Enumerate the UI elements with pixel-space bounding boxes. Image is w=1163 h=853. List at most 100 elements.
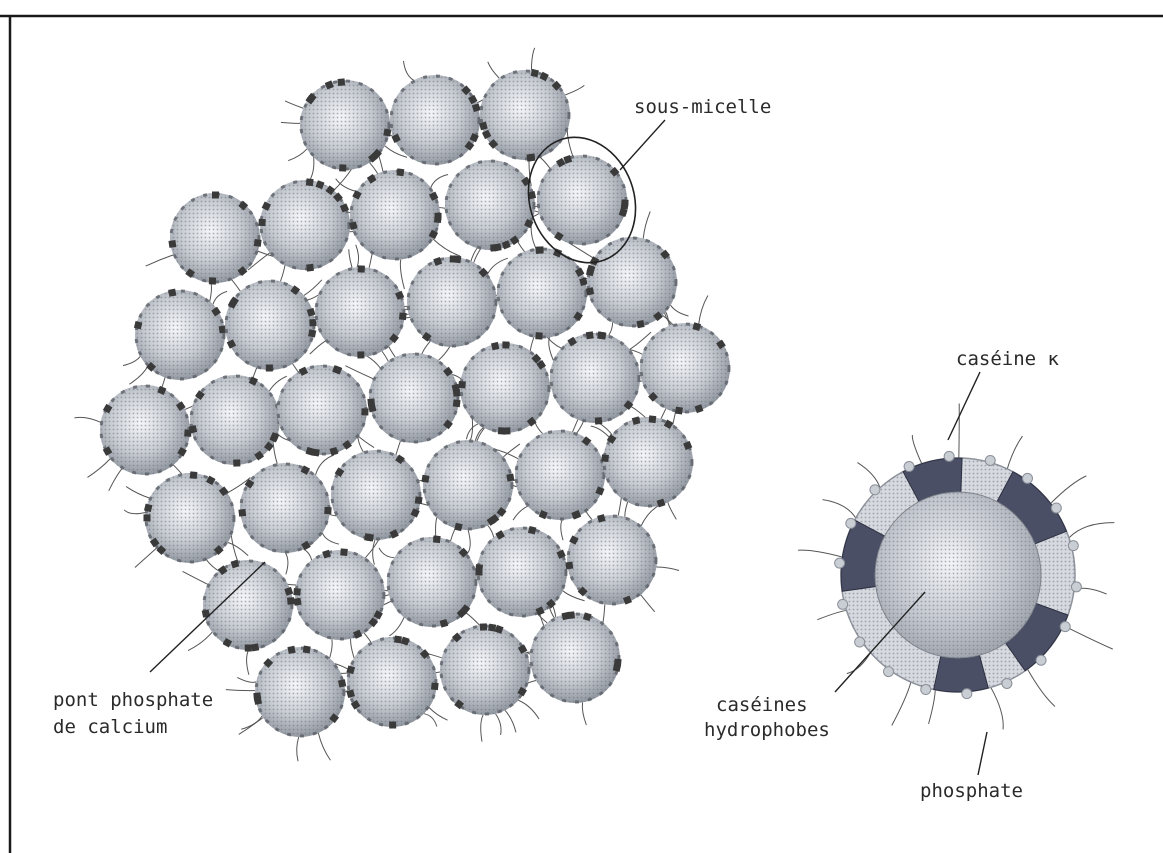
calcium-phosphate-bridge xyxy=(303,646,311,654)
calcium-phosphate-bridge xyxy=(338,78,346,86)
calcium-phosphate-bridge xyxy=(431,682,439,690)
sub-micelle-sphere xyxy=(100,385,192,475)
kappa-casein-hair xyxy=(591,426,610,438)
kappa-casein-hair xyxy=(641,595,655,612)
kappa-casein-hair xyxy=(87,459,110,478)
calcium-phosphate-bridge xyxy=(251,643,259,651)
sub-micelle-sphere xyxy=(225,280,317,372)
calcium-phosphate-bridge xyxy=(488,624,496,632)
calcium-phosphate-bridge xyxy=(595,417,603,425)
calcium-phosphate-bridge xyxy=(190,471,198,479)
calcium-phosphate-bridge xyxy=(389,721,396,728)
calcium-bridge-label-line2: de calcium xyxy=(53,716,167,738)
calcium-phosphate-bridge xyxy=(294,598,302,606)
sub-micelle-sphere xyxy=(479,69,570,162)
sub-micelle-sphere xyxy=(168,191,261,284)
calcium-phosphate-bridge xyxy=(212,191,219,198)
sub-micelle-sphere xyxy=(390,75,481,165)
kappa-casein-hair xyxy=(424,714,437,727)
sub-micelle-sphere xyxy=(202,560,295,652)
calcium-phosphate-bridge xyxy=(254,239,262,247)
sub-micelle-sphere xyxy=(315,265,407,358)
sub-micelle-sphere xyxy=(143,471,235,563)
calcium-phosphate-bridge xyxy=(450,255,457,262)
kappa-casein-hair xyxy=(1069,523,1114,538)
calcium-bridge-label-line1: pont phosphate xyxy=(53,689,213,711)
phosphate-bead xyxy=(985,455,995,465)
phosphate-bead xyxy=(884,667,894,677)
phosphate-bead xyxy=(846,518,856,528)
kappa-casein-hair xyxy=(565,85,584,95)
sub-micelle-sphere xyxy=(331,450,423,542)
calcium-phosphate-bridge xyxy=(453,389,461,397)
phosphate-bead xyxy=(1071,582,1081,592)
calcium-phosphate-bridge xyxy=(287,646,295,654)
calcium-phosphate-bridge xyxy=(357,351,364,358)
kappa-casein-hair xyxy=(561,520,563,540)
calcium-phosphate-bridge xyxy=(586,287,594,295)
kappa-casein-hair xyxy=(237,677,256,682)
kappa-casein-hair xyxy=(991,687,1003,729)
calcium-phosphate-bridge xyxy=(233,459,240,466)
kappa-casein-hair xyxy=(135,548,157,567)
phosphate-bead xyxy=(838,599,848,609)
phosphate-bead xyxy=(1068,541,1078,551)
kappa-casein-hair xyxy=(288,149,307,161)
calcium-phosphate-bridge xyxy=(189,425,197,433)
kappa-casein-hair xyxy=(1051,476,1087,504)
sub-micelle-sphere xyxy=(640,322,730,414)
kappa-casein-hair xyxy=(188,632,212,650)
kappa-casein-hair xyxy=(481,715,483,742)
kappa-casein-hair xyxy=(433,239,460,256)
kappa-casein-hair xyxy=(817,610,846,619)
calcium-phosphate-bridge xyxy=(475,564,483,572)
kappa-casein-hair xyxy=(146,255,174,266)
sub-micelle-sphere xyxy=(253,646,346,737)
calcium-phosphate-bridge xyxy=(358,265,365,272)
calcium-phosphate-bridge xyxy=(565,562,573,570)
calcium-phosphate-bridge xyxy=(527,154,535,162)
calcium-phosphate-bridge xyxy=(361,408,368,415)
sub-micelle-sphere xyxy=(440,623,530,715)
calcium-phosphate-bridge xyxy=(480,623,487,630)
kappa-casein-hair xyxy=(281,122,300,123)
sub-micelle-sphere xyxy=(238,463,331,553)
sub-micelle-sphere xyxy=(475,526,567,617)
sub-micelle-sphere xyxy=(349,168,442,260)
kappa-casein-hair xyxy=(358,436,374,447)
calcium-phosphate-bridge xyxy=(586,331,594,339)
calcium-phosphate-bridge xyxy=(339,164,346,171)
phosphate-leader-line xyxy=(978,732,987,775)
sub-micelle-sphere xyxy=(367,353,460,443)
calcium-phosphate-bridge xyxy=(458,381,466,389)
phosphate-bead xyxy=(1022,473,1032,483)
calcium-phosphate-bridge xyxy=(266,364,273,371)
calcium-phosphate-bridge xyxy=(324,507,331,514)
kappa-casein-hair xyxy=(241,716,262,729)
calcium-phosphate-bridge xyxy=(535,332,542,339)
phosphate-bead xyxy=(962,689,972,699)
calcium-phosphate-bridge xyxy=(287,597,295,605)
kappa-casein-hair xyxy=(505,710,516,732)
kappa-casein-hair xyxy=(400,260,404,289)
kappa-casein-hair xyxy=(129,366,147,384)
kappa-casein-leader-line xyxy=(948,372,980,440)
kappa-casein-hair xyxy=(389,617,404,636)
kappa-casein-hair xyxy=(373,540,375,565)
sub-micelle-sphere xyxy=(601,415,693,507)
sub-micelle-leader-line xyxy=(620,120,665,170)
casein-micelle xyxy=(74,48,730,761)
sub-micelle-label: sous-micelle xyxy=(634,96,771,118)
kappa-casein-hair xyxy=(892,682,911,725)
kappa-casein-hair xyxy=(403,61,413,80)
kappa-casein-hair xyxy=(124,510,145,514)
kappa-casein-hair xyxy=(123,356,140,365)
sub-micelle-sphere xyxy=(346,635,438,728)
kappa-casein-hair xyxy=(641,506,658,526)
calcium-phosphate-bridge xyxy=(253,694,261,702)
calcium-phosphate-bridge xyxy=(238,509,246,517)
sub-micelle-sphere xyxy=(586,237,677,328)
kappa-casein-hair xyxy=(356,245,359,267)
kappa-casein-hair xyxy=(318,733,330,760)
